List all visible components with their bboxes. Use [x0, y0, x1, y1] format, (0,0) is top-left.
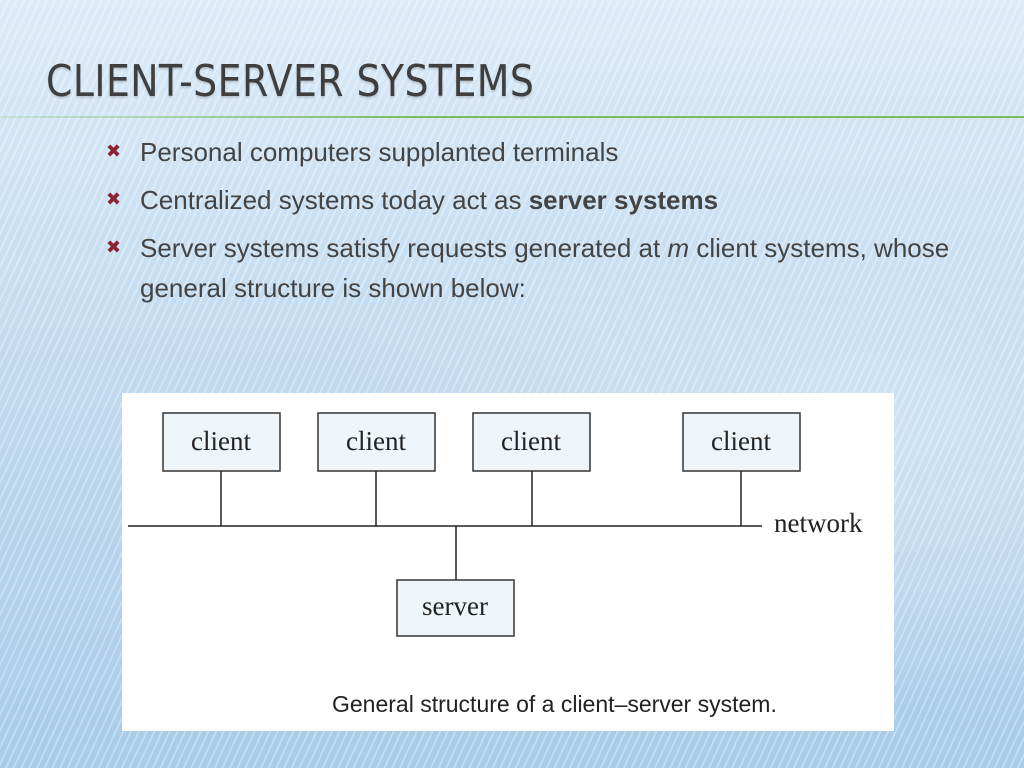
x-mark-icon: ✖ [106, 189, 122, 210]
bullet-text: Server systems satisfy requests generate… [140, 233, 668, 263]
client-label: client [711, 426, 771, 456]
client-label: client [191, 426, 251, 456]
client-box [682, 412, 801, 472]
client-node: client [317, 412, 436, 472]
emphasized-term: server systems [528, 185, 719, 215]
title-divider [0, 116, 1024, 118]
client-box [317, 412, 436, 472]
page-title: CLIENT-SERVER SYSTEMS [46, 56, 535, 107]
client-box [162, 412, 281, 472]
bullet-text: Centralized systems today act as [140, 185, 529, 215]
client-label: client [346, 426, 406, 456]
server-box [396, 579, 515, 637]
bullet-text-continued: client systems, whose general structure … [140, 233, 950, 303]
client-label: client [501, 426, 561, 456]
client-node: client [472, 412, 591, 472]
bullet-item: ✖ Centralized systems today act as serve… [104, 180, 964, 220]
client-box [472, 412, 591, 472]
figure-caption: General structure of a client–server sys… [332, 691, 777, 717]
variable-m: m [667, 233, 690, 263]
x-mark-icon: ✖ [106, 237, 122, 258]
x-mark-icon: ✖ [106, 141, 122, 162]
server-node: server [396, 579, 515, 637]
bullet-list: ✖ Personal computers supplanted terminal… [104, 132, 964, 316]
client-node: client [682, 412, 801, 472]
diagram-canvas: client client client client network serv… [128, 412, 863, 637]
server-label: server [422, 591, 488, 621]
client-node: client [162, 412, 281, 472]
network-label: network [774, 508, 863, 538]
bullet-item: ✖ Personal computers supplanted terminal… [104, 132, 964, 172]
client-server-diagram: client client client client network serv… [122, 393, 894, 731]
bullet-item: ✖ Server systems satisfy requests genera… [104, 228, 964, 308]
bullet-text: Personal computers supplanted terminals [140, 137, 619, 167]
